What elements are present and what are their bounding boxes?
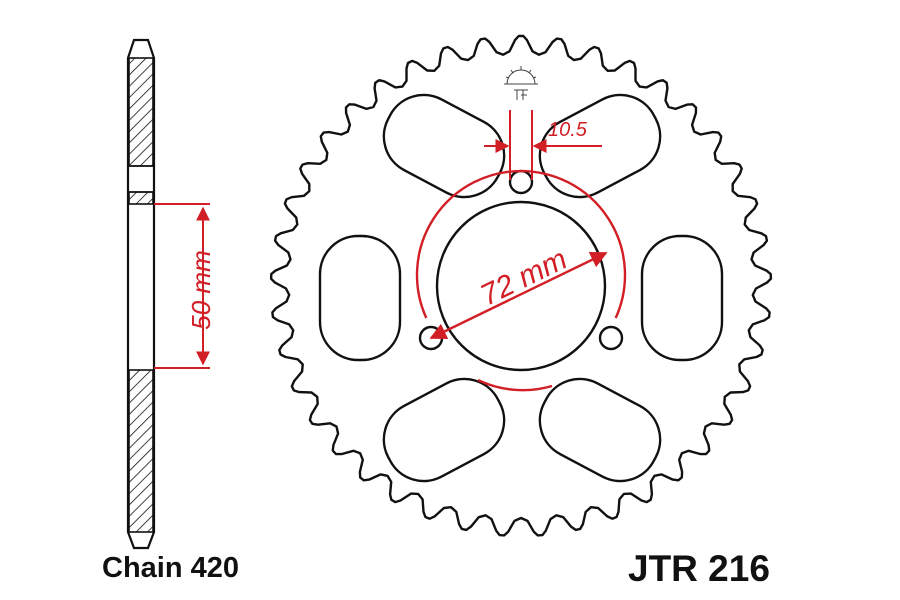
bolt-hole-top (508, 169, 534, 195)
jt-logo-icon (504, 66, 538, 100)
pitch-circle-arc-lower (477, 378, 553, 392)
side-hatch-top (128, 57, 154, 167)
window-lower-left (382, 377, 506, 483)
side-hatch-mid (128, 191, 154, 205)
window-upper-left (382, 93, 506, 199)
bore-dimension-label: 50 mm (186, 250, 216, 329)
pcd-dimension (415, 169, 627, 392)
pitch-circle-arc (415, 169, 627, 319)
window-lower-right (538, 377, 662, 483)
bolt-dimension-label: 10.5 (548, 119, 588, 141)
part-number: JTR 216 (628, 548, 770, 589)
side-hatch-bottom (128, 369, 154, 533)
bore-dimension: 50 mm (154, 203, 216, 369)
bolt-dimension (484, 110, 602, 180)
window-right (640, 234, 724, 362)
chain-label: Chain 420 (102, 552, 239, 584)
sprocket-side-profile (126, 38, 156, 550)
bolt-hole-right (598, 325, 624, 351)
window-left (318, 234, 402, 362)
